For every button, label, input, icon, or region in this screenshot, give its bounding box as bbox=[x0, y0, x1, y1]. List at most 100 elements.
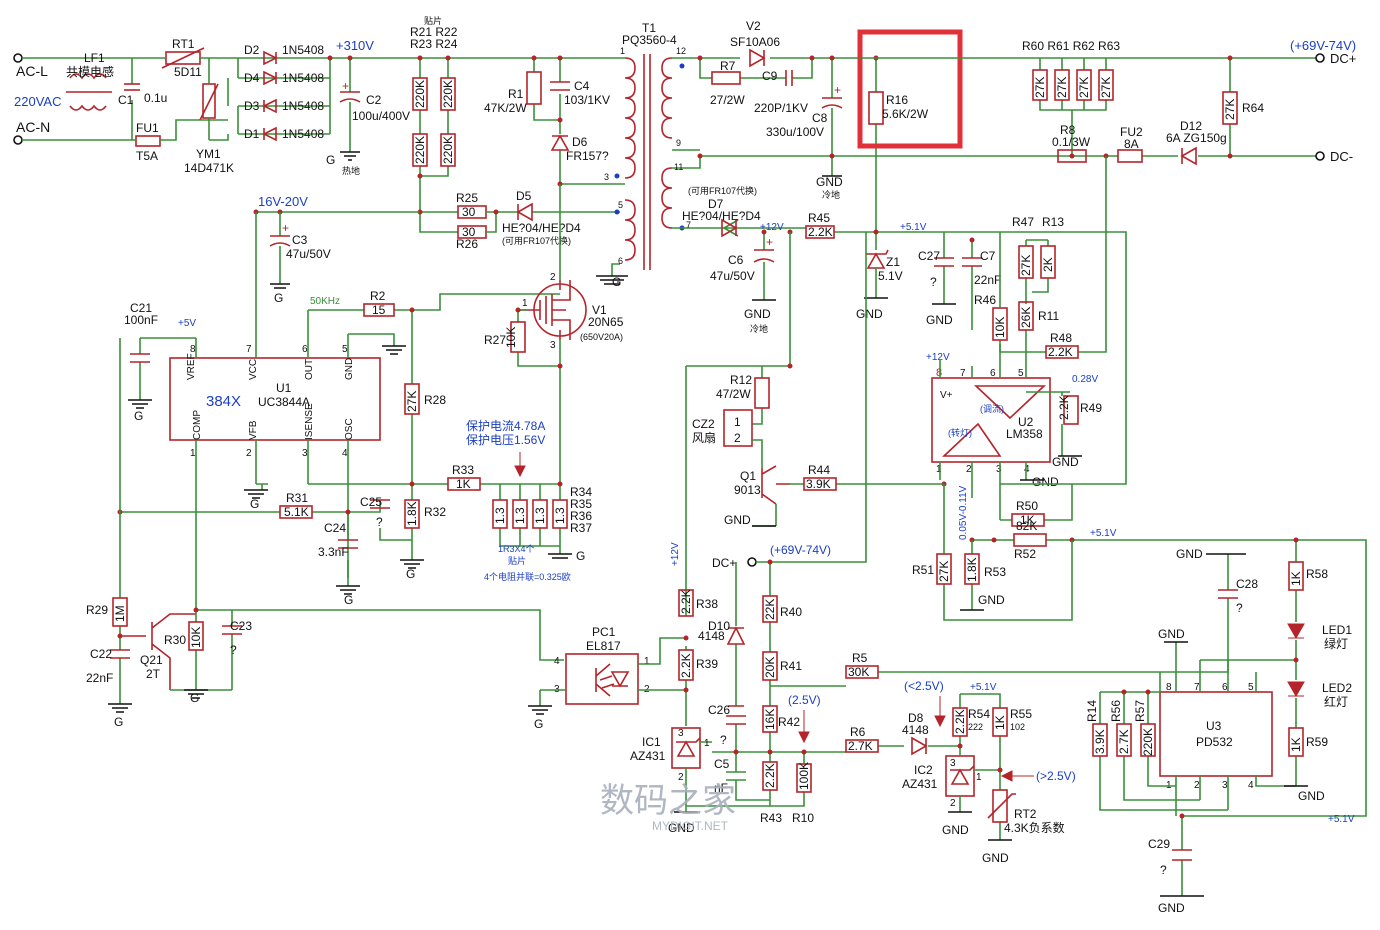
net-gt25: (>2.5V) bbox=[1036, 769, 1076, 783]
r21-ref2: R23 R24 bbox=[410, 37, 458, 51]
r54-ref: R54 bbox=[968, 707, 990, 721]
r16-ref: R16 bbox=[886, 93, 908, 107]
u2-tag-a: (调流) bbox=[980, 403, 1004, 414]
r42-value: 16K bbox=[763, 709, 777, 730]
c3-ref: C3 bbox=[292, 233, 308, 247]
r31-ref: R31 bbox=[286, 491, 308, 505]
r50-ref: R50 bbox=[1016, 499, 1038, 513]
bridge-diodes bbox=[262, 50, 278, 142]
r27-ref: R27 bbox=[484, 333, 506, 347]
svg-text:2: 2 bbox=[1194, 780, 1200, 791]
fu2-value: 8A bbox=[1124, 137, 1139, 151]
r7-value: 27/2W bbox=[710, 93, 745, 107]
d10-value: 4148 bbox=[698, 629, 725, 643]
r59-value: 1K bbox=[1289, 737, 1303, 752]
r36-value: 1.3 bbox=[533, 507, 547, 524]
r46-ref: R46 bbox=[974, 293, 996, 307]
r35-ref: R35 bbox=[570, 497, 592, 511]
v2-value: SF10A06 bbox=[730, 35, 780, 49]
softstart-group: 1M R29 C22 22nF G Q21 2T 10K R30 C23 ? G bbox=[86, 338, 564, 729]
r45-ref: R45 bbox=[808, 211, 830, 225]
r31-value: 5.1K bbox=[284, 505, 309, 519]
feedback-group: +12V 2.2K 2.2K R38 R39 IC1 AZ431 312 GND… bbox=[630, 232, 1229, 865]
r40-value: 22K bbox=[763, 599, 777, 620]
r16-value: 5.6K/2W bbox=[882, 107, 929, 121]
c4-value: 103/1KV bbox=[564, 93, 610, 107]
svg-text:VCC: VCC bbox=[248, 359, 259, 380]
u1-body bbox=[169, 357, 381, 441]
r52-value: 82K bbox=[1016, 519, 1037, 533]
r7-ref: R7 bbox=[720, 59, 736, 73]
ac-l-terminal bbox=[13, 53, 23, 63]
r12-value: 47/2W bbox=[716, 387, 751, 401]
r5-ref: R5 bbox=[852, 651, 868, 665]
c9-value: 220P/1KV bbox=[754, 101, 808, 115]
svg-text:2: 2 bbox=[966, 464, 972, 475]
ac-l-label: AC-L bbox=[16, 63, 48, 79]
r2-value: 15 bbox=[372, 303, 386, 317]
pc1-group: PC1 EL817 43 12 G bbox=[528, 625, 686, 731]
r8-ref: R8 bbox=[1060, 123, 1076, 137]
net-12v-a: +12V bbox=[760, 222, 784, 233]
watermark-site: 数码之家 bbox=[600, 782, 736, 820]
svg-text:2: 2 bbox=[678, 772, 684, 783]
svg-text:4: 4 bbox=[342, 448, 348, 459]
r25-value: 30 bbox=[462, 205, 476, 219]
d4-value: 1N5408 bbox=[282, 71, 324, 85]
c5-ref: C5 bbox=[714, 757, 730, 771]
u2-value: LM358 bbox=[1006, 427, 1043, 441]
svg-text:V+: V+ bbox=[940, 390, 953, 401]
c6-cold-gnd: 冷地 bbox=[750, 323, 768, 334]
c6-gnd: GND bbox=[744, 307, 771, 321]
d5-note: (可用FR107代换) bbox=[502, 235, 571, 246]
fu1-body bbox=[135, 135, 161, 147]
net-310v: +310V bbox=[336, 38, 374, 53]
r50-value: 1K bbox=[1020, 513, 1035, 527]
rt2-ref: RT2 bbox=[1014, 807, 1037, 821]
r53-ref: R53 bbox=[984, 565, 1006, 579]
ic2-value: AZ431 bbox=[902, 777, 938, 791]
sense-note1: 1R3X4个 bbox=[498, 544, 535, 554]
r11-ref: R11 bbox=[1038, 309, 1059, 323]
input-section: AC-L AC-N 220VAC LF1 共模电感 RT1 5D11 0.1u … bbox=[13, 37, 625, 176]
svg-text:8: 8 bbox=[936, 367, 942, 379]
r58-ref: R58 bbox=[1306, 567, 1328, 581]
d1-value: 1N5408 bbox=[282, 127, 324, 141]
c4-ref: C4 bbox=[574, 79, 590, 93]
r37-value: 1.3 bbox=[553, 507, 567, 524]
svg-text:5: 5 bbox=[1018, 368, 1024, 379]
svg-text:+: + bbox=[342, 79, 349, 93]
r14-ref: R14 bbox=[1085, 700, 1099, 722]
r33-ref: R33 bbox=[452, 463, 474, 477]
r6-ref: R6 bbox=[850, 725, 866, 739]
r30-ref: R30 bbox=[164, 633, 186, 647]
svg-text:6: 6 bbox=[990, 368, 996, 379]
svg-text:4: 4 bbox=[554, 656, 560, 667]
pc1-body bbox=[565, 653, 639, 705]
u2-region: 27K 2K 10K 26K R47 R13 R46 R11 R48 2.2K … bbox=[912, 156, 1367, 817]
r49-value: 2.2K bbox=[1057, 395, 1071, 420]
t1-gnd: G bbox=[612, 275, 621, 289]
c23-ref: C23 bbox=[230, 619, 252, 633]
c24-ref: C24 bbox=[324, 521, 346, 535]
r2-ref: R2 bbox=[370, 289, 386, 303]
r55-value: 1K bbox=[993, 715, 1007, 730]
pc1-ref: PC1 bbox=[592, 625, 616, 639]
highlight-box bbox=[857, 29, 963, 149]
svg-text:OUT: OUT bbox=[304, 359, 315, 380]
dc-plus: DC+ bbox=[1330, 51, 1356, 66]
u2-body bbox=[931, 377, 1051, 463]
u1-mark: 384X bbox=[206, 393, 241, 410]
d10-ref: D10 bbox=[708, 619, 730, 633]
dc-minus: DC- bbox=[1330, 149, 1353, 164]
svg-text:+: + bbox=[282, 221, 289, 235]
c24-gnd: G bbox=[344, 593, 353, 607]
c2-value: 100u/400V bbox=[352, 109, 410, 123]
c3-group: + C3 47u/50V G bbox=[269, 212, 331, 305]
r59-ref: R59 bbox=[1306, 735, 1328, 749]
d8-value: 4148 bbox=[902, 723, 929, 737]
r13-ref: R13 bbox=[1042, 215, 1064, 229]
c27-value: ? bbox=[930, 275, 937, 289]
svg-text:1: 1 bbox=[704, 738, 710, 749]
svg-text:VREF: VREF bbox=[186, 353, 197, 380]
